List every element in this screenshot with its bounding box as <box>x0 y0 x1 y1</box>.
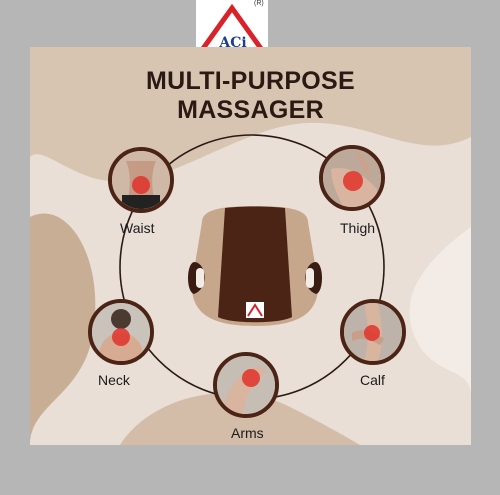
page-title: MULTI-PURPOSE MASSAGER <box>30 67 471 125</box>
thigh-thumbnail <box>319 145 385 211</box>
product-card: MULTI-PURPOSE MASSAGER Waist Th <box>30 47 471 445</box>
label-neck: Neck <box>98 372 130 388</box>
neck-thumbnail <box>88 299 154 365</box>
label-calf: Calf <box>360 372 385 388</box>
massager-cushion <box>188 206 322 326</box>
label-arms: Arms <box>231 425 264 441</box>
label-thigh: Thigh <box>340 220 376 236</box>
label-waist: Waist <box>120 220 155 236</box>
title-line-1: MULTI-PURPOSE <box>146 67 355 95</box>
title-line-2: MASSAGER <box>177 96 324 124</box>
arms-thumbnail <box>213 352 279 418</box>
logo-registered-mark: (R) <box>254 0 264 7</box>
waist-thumbnail <box>108 147 174 213</box>
calf-thumbnail <box>340 299 406 365</box>
